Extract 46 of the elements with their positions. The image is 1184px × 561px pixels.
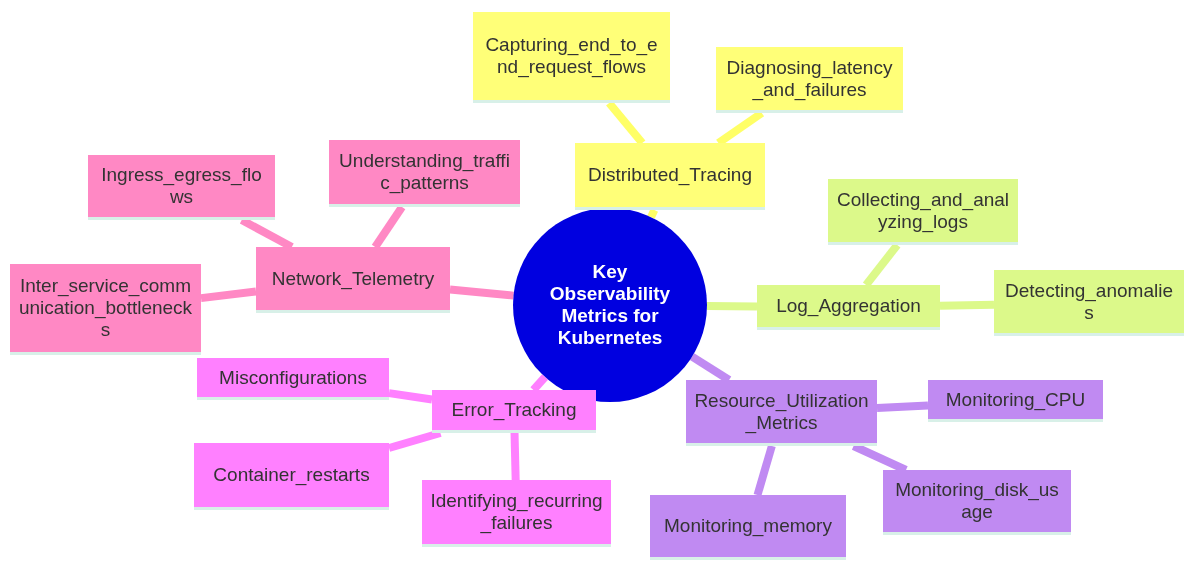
topic-box [883,470,1071,535]
topic-label: Resource_Utilization_Metrics [694,389,869,434]
topic-label: Monitoring_disk_usage [894,479,1060,523]
connector-line [876,401,929,413]
topic-label: Collecting_and_analyzing_logs [836,188,1010,233]
topic-label: Error_Tracking [451,399,577,421]
topic-box [650,495,846,560]
connector-line [449,285,514,300]
topic-box [575,143,765,210]
topic-box [88,155,275,220]
topic-box [432,390,596,433]
topic-box [194,443,389,510]
topic-box [994,270,1184,336]
topic-label: Network_Telemetry [271,267,435,290]
topic-label: Detecting_anomalies [1004,279,1174,324]
topic-label: Distributed_Tracing [587,164,752,186]
connector-line [200,287,257,303]
connector-line [753,444,776,497]
topic-label: Monitoring_CPU [945,388,1086,411]
topic-box [329,140,520,207]
topic-box [10,264,201,355]
topic-label: Inter_service_communication_bottlenecks [18,275,193,341]
topic-box [197,358,389,400]
topic-label: Monitoring_memory [664,515,832,537]
topic-box [757,285,940,330]
topic-box [686,380,877,446]
topic-box [716,47,903,113]
topic-box [256,247,450,313]
topic-label: Understanding_traffic_patterns [338,150,511,194]
topic-label: Identifying_recurring_failures [430,490,603,534]
topic-label: Misconfigurations [219,366,367,389]
topic-label: Container_restarts [213,464,370,486]
connector-line [387,429,442,452]
topic-box [422,480,611,547]
topic-label: Key Observability Metrics for Kubernetes [548,261,672,349]
connector-line [388,389,433,404]
topic-box [928,380,1103,422]
topic-box [828,179,1018,245]
topic-label: Log_Aggregation [776,295,921,317]
topic-label: Ingress_egress_flows [100,164,263,208]
connector-line [706,302,758,311]
topic-label: Diagnosing_latency_and_failures [725,56,894,101]
topic-label: Capturing_end_to_end_request_flows [484,34,659,78]
connector-line [939,300,995,310]
topic-box [473,12,670,103]
connector-line [510,432,520,481]
